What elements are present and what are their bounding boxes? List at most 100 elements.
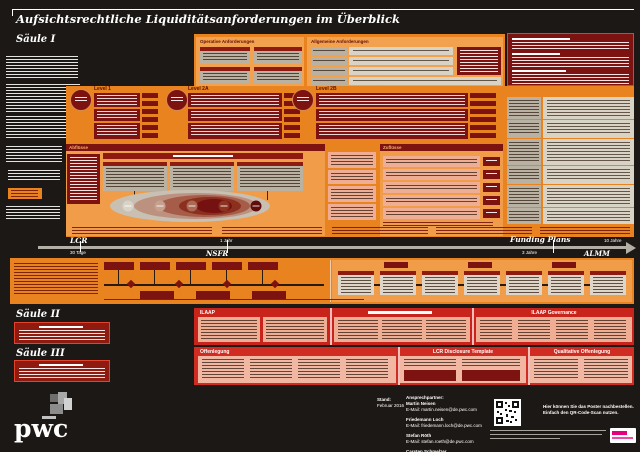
text-lines: [298, 359, 340, 380]
abfluesse-label: Abflüsse: [69, 145, 89, 150]
divider: [472, 308, 474, 345]
process-box: [548, 271, 584, 295]
abfluesse-header-bar: Abflüsse: [66, 144, 325, 151]
content-box: [400, 356, 526, 383]
text-lines: [462, 359, 520, 368]
qualitative-header: Qualitative Offenlegung: [553, 349, 611, 355]
timeline-nsfr-label: NSFR: [206, 249, 229, 258]
haircut-chips: [470, 93, 496, 139]
ilaap-header: ILAAP: [200, 310, 215, 316]
content-box: [476, 317, 632, 342]
text-lines: [594, 320, 626, 339]
risk-box: [170, 162, 234, 191]
footnote-lines: [332, 227, 428, 236]
text-lines: [8, 170, 60, 182]
report-chip: [176, 262, 206, 270]
report-chip: [468, 262, 492, 268]
text-lines: [480, 320, 512, 339]
inflow-row: [383, 208, 480, 219]
content-box: [334, 317, 470, 342]
table-label-cell: [507, 185, 541, 207]
header-rule: [12, 9, 634, 10]
connector: [154, 270, 155, 284]
text-lines: [173, 155, 233, 157]
pwc-wordmark: pwc: [14, 414, 69, 443]
qr-code: [494, 399, 521, 426]
contact-email: E-Mail: friedemann.loch@de.pwc.com: [406, 423, 482, 428]
table-cell: [543, 97, 634, 119]
report-chip: [140, 262, 170, 270]
risk-box: [103, 162, 167, 191]
footnote-lines: [436, 227, 532, 236]
management-note-panel: [507, 33, 634, 86]
timeline-almm-horizon: 10 Jahre: [604, 238, 622, 243]
pwc-logo-icon: [50, 404, 63, 414]
text-lines: [6, 56, 78, 80]
table-label-cell: [507, 208, 541, 224]
list-box: [328, 152, 376, 168]
contact-name: Stefan Röth: [406, 433, 432, 438]
table-label-cell: [507, 139, 541, 165]
text-lines: [426, 320, 466, 339]
text-lines: [70, 157, 97, 201]
text-lines: [6, 146, 62, 164]
qr-caption: Hier können Sie das Poster nachbestellen…: [543, 404, 634, 416]
text-lines: [556, 320, 588, 339]
contacts-block: Ansprechpartner: Martin Neisen E-Mail: m…: [406, 395, 486, 452]
pwc-logo-icon: [42, 416, 56, 419]
pillar-2-label: Säule II: [16, 309, 60, 320]
text-lines: [584, 359, 628, 380]
offenlegung-header: Offenlegung: [200, 349, 230, 355]
funnel-ellipse-diagram: [110, 190, 270, 222]
info-box: [200, 67, 250, 83]
timeline-tick: [553, 240, 554, 253]
stand-value: Februar 2016: [377, 403, 405, 408]
award-badge: [610, 428, 636, 443]
process-box: [590, 271, 626, 295]
contact-email: E-Mail: stefan.roeth@de.pwc.com: [406, 439, 474, 444]
table-cell: [349, 67, 453, 75]
table-label-cell: [507, 120, 541, 138]
header-rule-tick: [12, 9, 13, 16]
content-box: [530, 356, 632, 383]
inflow-rate-chip: [483, 196, 500, 205]
process-box: [338, 271, 374, 295]
template-box: [404, 370, 456, 381]
process-box: [464, 271, 500, 295]
zufluesse-label: Zuflüsse: [383, 145, 402, 150]
level1-header: Level 1: [94, 86, 111, 92]
text-lines: [512, 42, 629, 50]
badge-mark: [612, 431, 627, 435]
footnote-lines: [104, 299, 364, 302]
connector: [118, 270, 119, 284]
panel-operative-title: Operative Anforderungen: [200, 39, 255, 44]
timeline-lcr-horizon: 30 Tage: [70, 250, 86, 255]
page-title: Aufsichtsrechtliche Liquiditätsanforderu…: [16, 12, 400, 26]
report-chip: [552, 262, 576, 268]
text-lines: [338, 320, 378, 339]
text-lines: [6, 206, 60, 220]
table-cell: [349, 57, 453, 65]
content-box: [198, 317, 260, 342]
level2b-header: Level 2B: [316, 86, 337, 92]
hqla-row: [94, 123, 140, 139]
pillar-3-label: Säule III: [16, 348, 65, 359]
report-chip: [384, 262, 408, 268]
ilaap-governance-header: ILAAP Governance: [531, 310, 577, 316]
stand-label: Stand:: [377, 397, 391, 402]
text-lines: [202, 359, 244, 380]
report-chip: [104, 262, 134, 270]
report-chip: [252, 291, 286, 299]
sub-timeline: [104, 284, 324, 286]
connector: [267, 191, 268, 200]
panel-allgemeine-title: Allgemeine Anforderungen: [311, 39, 369, 44]
content-box: [198, 356, 396, 383]
report-chip: [212, 262, 242, 270]
note-box: [14, 322, 110, 344]
list-box: [328, 186, 376, 202]
timeline-nsfr-horizon: 1 Jahr: [220, 238, 233, 243]
pwc-logo-icon: [50, 394, 60, 402]
text-lines: [382, 320, 422, 339]
timeline-funding-horizon: 3 Jahre: [522, 250, 538, 255]
